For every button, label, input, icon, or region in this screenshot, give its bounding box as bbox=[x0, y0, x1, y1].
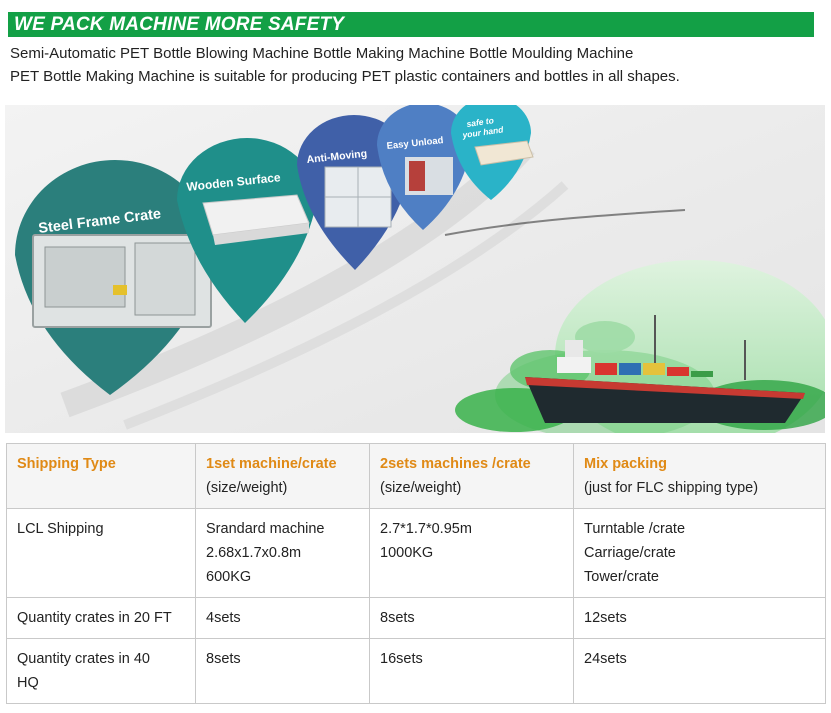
table-cell: Turntable /crate Carriage/crate Tower/cr… bbox=[573, 508, 826, 598]
table-cell: 4sets bbox=[195, 597, 370, 639]
header-title: 2sets machines /crate bbox=[380, 456, 531, 472]
cell-line: 2.7*1.7*0.95m bbox=[380, 521, 472, 537]
intro-description: PET Bottle Making Machine is suitable fo… bbox=[10, 68, 680, 85]
cell-line: Srandard machine bbox=[206, 521, 325, 537]
cell-line: 12sets bbox=[584, 610, 627, 626]
table-cell: Srandard machine 2.68x1.7x0.8m 600KG bbox=[195, 508, 370, 598]
bubble-easy-unload: Easy Unload bbox=[377, 105, 471, 230]
cell-line: 600KG bbox=[206, 569, 252, 585]
cell-line: Quantity crates in 40 bbox=[17, 651, 150, 667]
section-banner: WE PACK MACHINE MORE SAFETY bbox=[8, 12, 814, 37]
cell-line: HQ bbox=[17, 675, 39, 691]
bubble-safe-to-your-hand: safe to your hand bbox=[451, 105, 534, 200]
header-cell: Shipping Type bbox=[6, 443, 196, 509]
bubble-label: safe to bbox=[466, 115, 495, 129]
header-subtitle: (size/weight) bbox=[206, 480, 288, 496]
header-subtitle: (size/weight) bbox=[380, 480, 462, 496]
table-row: Quantity crates in 40 HQ 8sets 16sets 24… bbox=[6, 638, 826, 704]
header-cell: Mix packing (just for FLC shipping type) bbox=[573, 443, 826, 509]
header-cell: 1set machine/crate (size/weight) bbox=[195, 443, 370, 509]
intro-product-title: Semi-Automatic PET Bottle Blowing Machin… bbox=[10, 45, 634, 62]
cell-line: 24sets bbox=[584, 651, 627, 667]
cell-line: 16sets bbox=[380, 651, 423, 667]
cell-line: 4sets bbox=[206, 610, 241, 626]
cell-line: Tower/crate bbox=[584, 569, 659, 585]
bubble-steel-frame-crate: Steel Frame Crate bbox=[14, 159, 216, 395]
header-subtitle: (just for FLC shipping type) bbox=[584, 480, 759, 496]
cell-line: 1000KG bbox=[380, 545, 434, 561]
packing-hero-image: Steel Frame Crate Wooden Surface Anti-Mo… bbox=[5, 105, 825, 433]
table-row: LCL Shipping Srandard machine 2.68x1.7x0… bbox=[6, 508, 826, 598]
table-cell: 8sets bbox=[195, 638, 370, 704]
banner-title: WE PACK MACHINE MORE SAFETY bbox=[14, 14, 345, 35]
cell-line: 8sets bbox=[206, 651, 241, 667]
cell-line: LCL Shipping bbox=[17, 521, 104, 537]
cell-line: 8sets bbox=[380, 610, 415, 626]
table-cell: Quantity crates in 20 FT bbox=[6, 597, 196, 639]
shipping-table: Shipping Type 1set machine/crate (size/w… bbox=[6, 443, 826, 704]
cell-line: Turntable /crate bbox=[584, 521, 686, 537]
header-title: Shipping Type bbox=[17, 456, 116, 472]
cell-line: Carriage/crate bbox=[584, 545, 676, 561]
table-cell: 2.7*1.7*0.95m 1000KG bbox=[369, 508, 574, 598]
table-cell: Quantity crates in 40 HQ bbox=[6, 638, 196, 704]
table-header-row: Shipping Type 1set machine/crate (size/w… bbox=[6, 443, 826, 509]
table-cell: 16sets bbox=[369, 638, 574, 704]
header-title: Mix packing bbox=[584, 456, 667, 472]
table-cell: LCL Shipping bbox=[6, 508, 196, 598]
table-cell: 24sets bbox=[573, 638, 826, 704]
cargo-ship-illustration bbox=[525, 315, 805, 423]
cell-line: Quantity crates in 20 FT bbox=[17, 610, 172, 626]
table-row: Quantity crates in 20 FT 4sets 8sets 12s… bbox=[6, 597, 826, 639]
table-cell: 8sets bbox=[369, 597, 574, 639]
bubble-wooden-surface: Wooden Surface bbox=[177, 138, 317, 323]
swoosh-line bbox=[444, 209, 686, 236]
header-cell: 2sets machines /crate (size/weight) bbox=[369, 443, 574, 509]
swoosh-shape bbox=[123, 181, 569, 430]
header-title: 1set machine/crate bbox=[206, 456, 337, 472]
table-cell: 12sets bbox=[573, 597, 826, 639]
cell-line: 2.68x1.7x0.8m bbox=[206, 545, 302, 561]
